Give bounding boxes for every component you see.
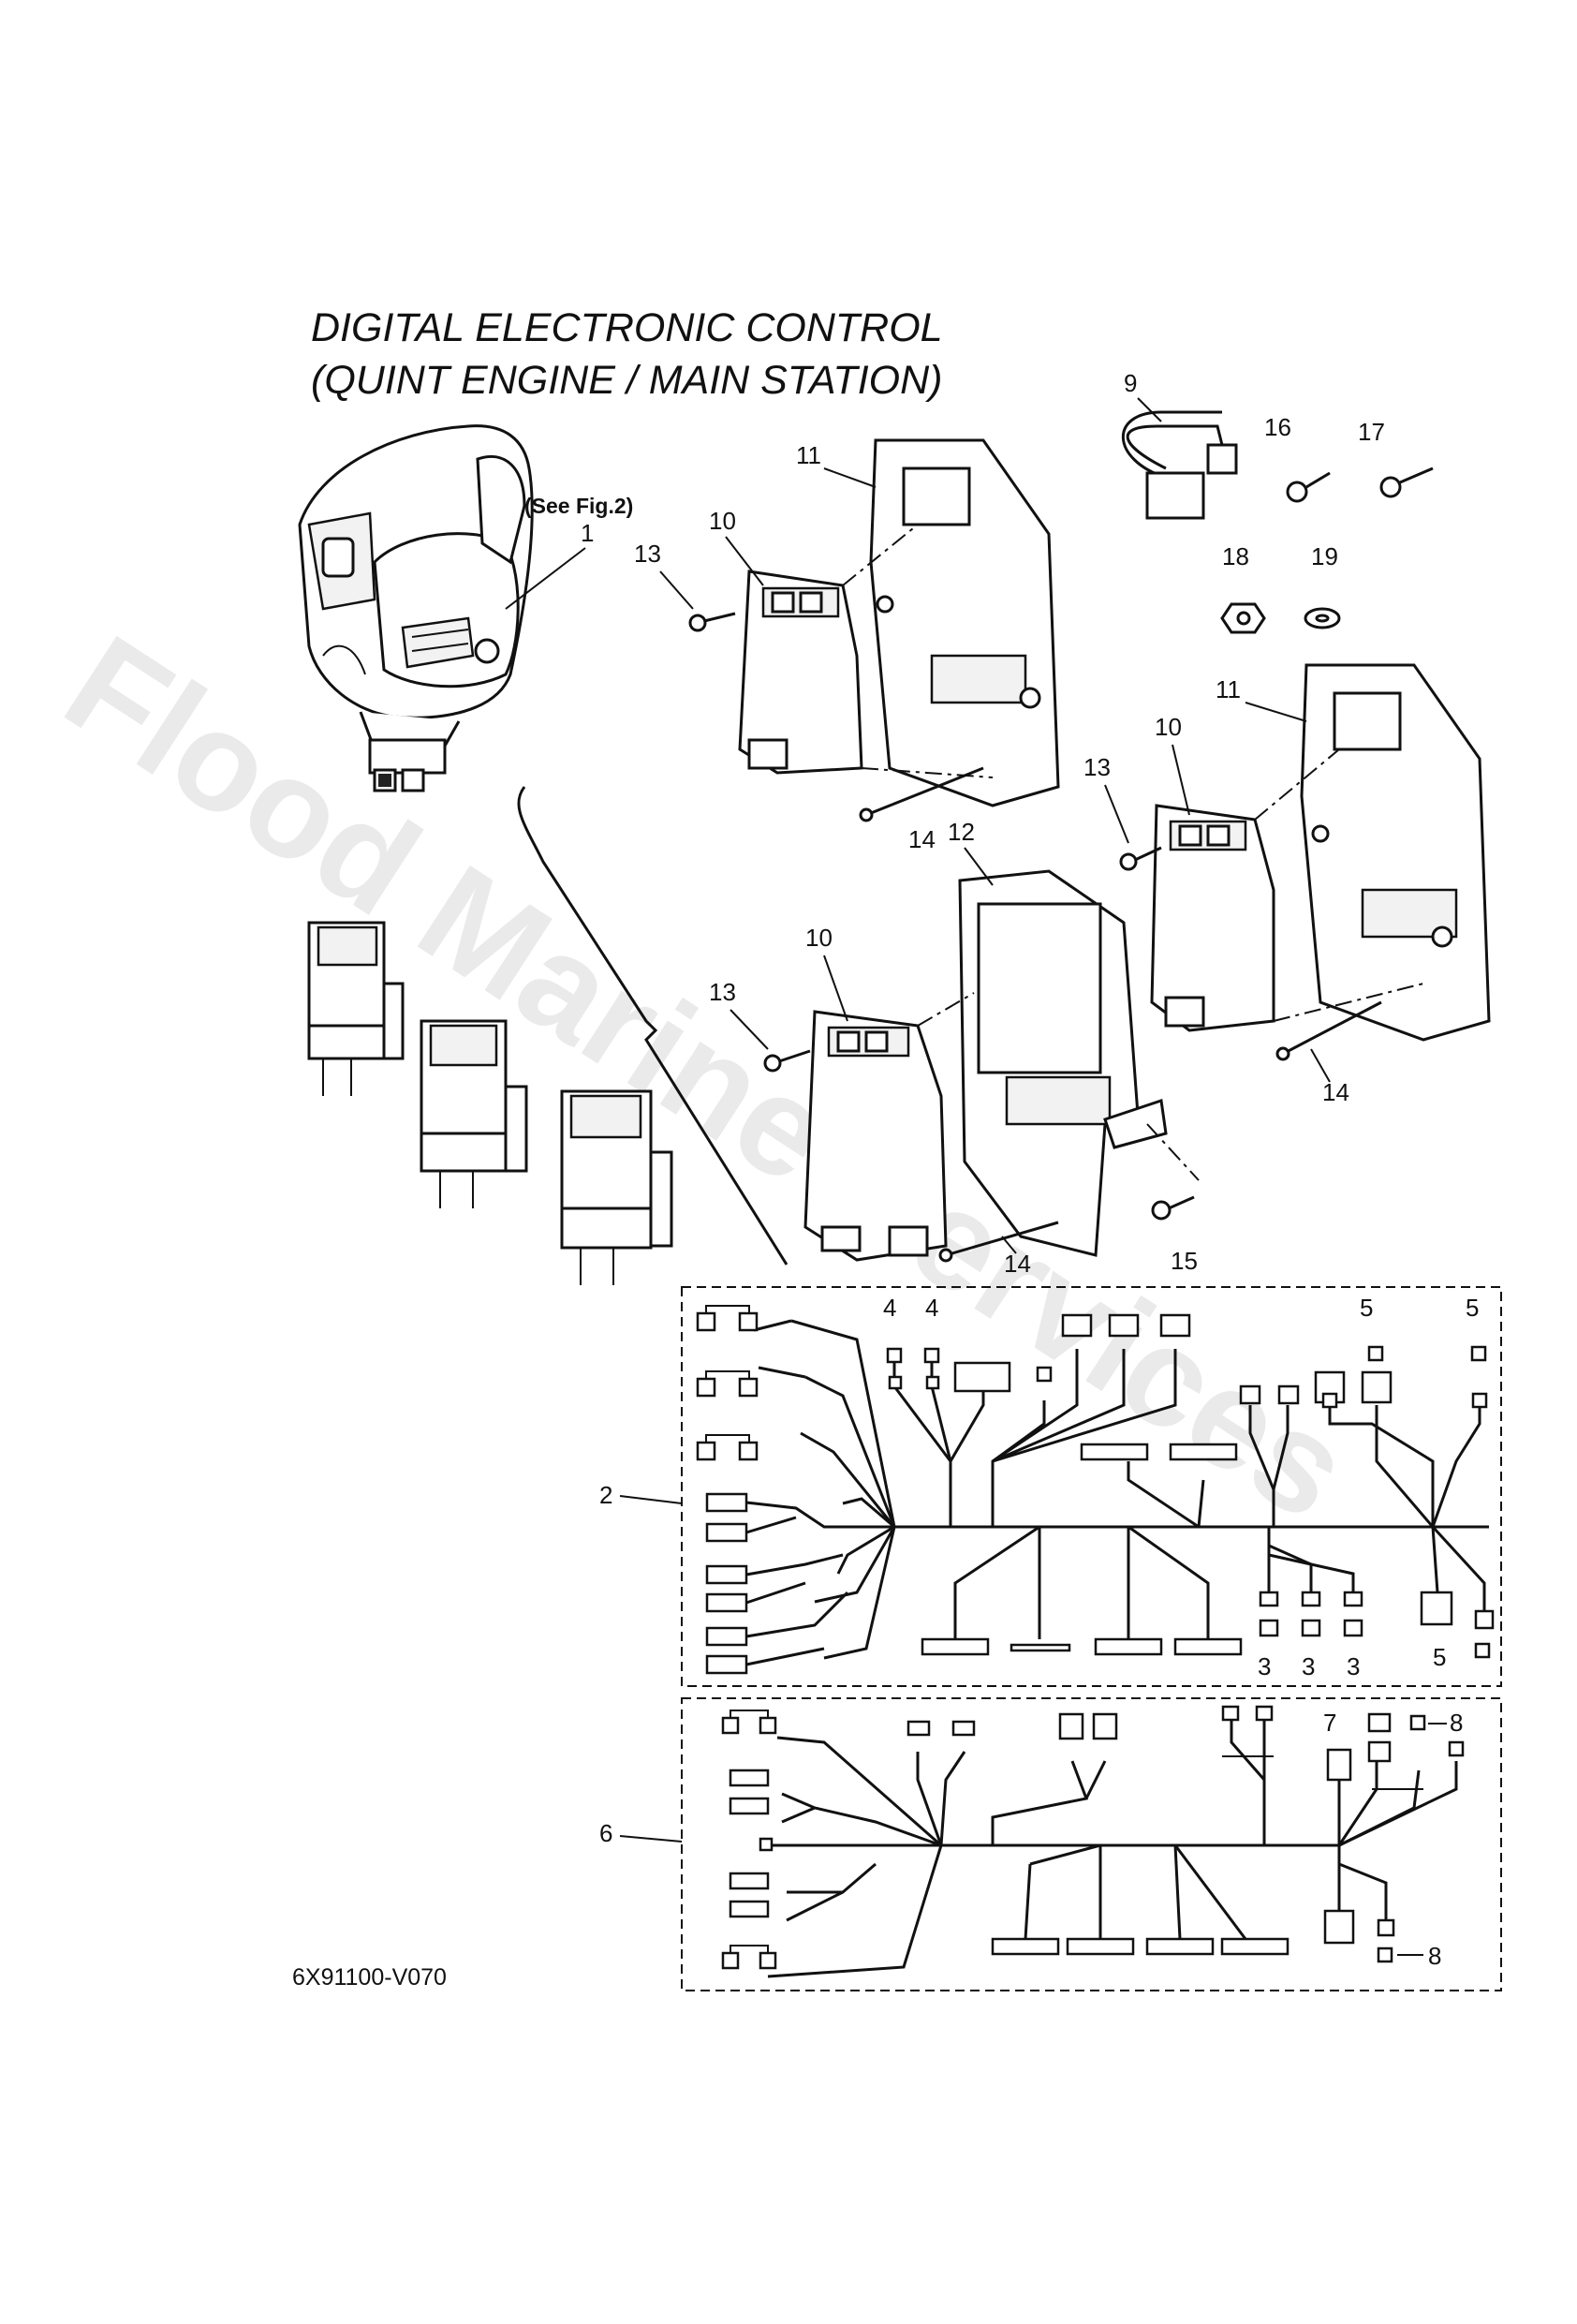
washer-part-19 (1304, 607, 1341, 629)
callout-2: 2 (599, 1481, 612, 1509)
callout-11b: 11 (1216, 675, 1241, 703)
rod-14-upper (859, 766, 984, 822)
callout-8a: 8 (1450, 1709, 1463, 1737)
callout-8b: 8 (1428, 1942, 1441, 1970)
callout-13c: 13 (709, 978, 736, 1006)
callout-3c: 3 (1347, 1652, 1360, 1680)
screw-13-middle (1119, 846, 1162, 871)
assembly-line (1254, 748, 1340, 821)
control-lever-illustration (298, 424, 534, 792)
callout-7: 7 (1323, 1709, 1336, 1737)
callout-18: 18 (1222, 542, 1249, 570)
assembly-line (917, 992, 975, 1027)
callout-5c: 5 (1433, 1643, 1446, 1671)
callout-5b: 5 (1466, 1294, 1479, 1322)
callout-4b: 4 (925, 1294, 938, 1322)
rod-14-lower (938, 1221, 1059, 1263)
callout-10b: 10 (1155, 713, 1182, 741)
harness-6-frame (681, 1697, 1502, 1991)
callout-13b: 13 (1083, 753, 1111, 781)
harness-2-wiring (696, 1305, 1495, 1675)
callout-3a: 3 (1258, 1652, 1271, 1680)
group-bracket (517, 786, 788, 1266)
callout-14b: 14 (1322, 1078, 1349, 1106)
harness-6-wiring (721, 1705, 1465, 1978)
ecu-unit-upper (738, 570, 863, 775)
ecu-module-small-1 (307, 921, 405, 1096)
watermark: Flood Marine Services (40, 605, 1377, 1549)
screw-13-upper (688, 612, 736, 632)
assembly-line (1146, 1123, 1200, 1181)
see-fig2-note: (See Fig.2) (524, 494, 633, 518)
callout-9: 9 (1124, 369, 1137, 397)
ecu-unit-middle (1150, 804, 1275, 1032)
ecu-module-small-3 (560, 1089, 673, 1285)
callout-14c: 14 (1004, 1250, 1031, 1278)
screw-part-17 (1379, 466, 1434, 498)
ecu-bracket-12 (958, 869, 1168, 1257)
callout-10c: 10 (805, 924, 833, 952)
callout-15: 15 (1171, 1247, 1198, 1275)
assembly-line (861, 767, 994, 778)
callout-12: 12 (948, 818, 975, 846)
ecu-bracket-middle (1300, 663, 1491, 1042)
rod-14-middle (1275, 1000, 1382, 1061)
callout-10a: 10 (709, 507, 736, 535)
callout-6: 6 (599, 1819, 612, 1847)
screw-part-15 (1151, 1195, 1195, 1221)
harness-2-frame (681, 1286, 1502, 1687)
callout-14a: 14 (908, 825, 936, 853)
callout-1: 1 (581, 519, 594, 547)
nut-part-18 (1220, 602, 1266, 634)
cable-part-9 (1121, 410, 1238, 520)
callout-11a: 11 (796, 441, 821, 469)
assembly-line (1273, 983, 1424, 1022)
assembly-line (842, 524, 919, 586)
diagram-title-line2: (QUINT ENGINE / MAIN STATION) (311, 358, 942, 403)
callout-5a: 5 (1360, 1294, 1373, 1322)
callout-13a: 13 (634, 540, 661, 568)
drawing-code: 6X91100-V070 (292, 1964, 447, 1991)
screw-13-lower (763, 1049, 811, 1073)
diagram-title-line1: DIGITAL ELECTRONIC CONTROL (311, 305, 943, 350)
screw-part-16 (1286, 471, 1331, 503)
callout-4a: 4 (883, 1294, 896, 1322)
ecu-bracket-upper (869, 438, 1060, 807)
callout-3b: 3 (1302, 1652, 1315, 1680)
callout-17: 17 (1358, 418, 1385, 446)
connector-group (696, 1305, 759, 1675)
ecu-module-small-2 (420, 1019, 528, 1208)
callout-16: 16 (1264, 413, 1291, 441)
callout-19: 19 (1311, 542, 1338, 570)
ecu-unit-lower (803, 1010, 948, 1262)
